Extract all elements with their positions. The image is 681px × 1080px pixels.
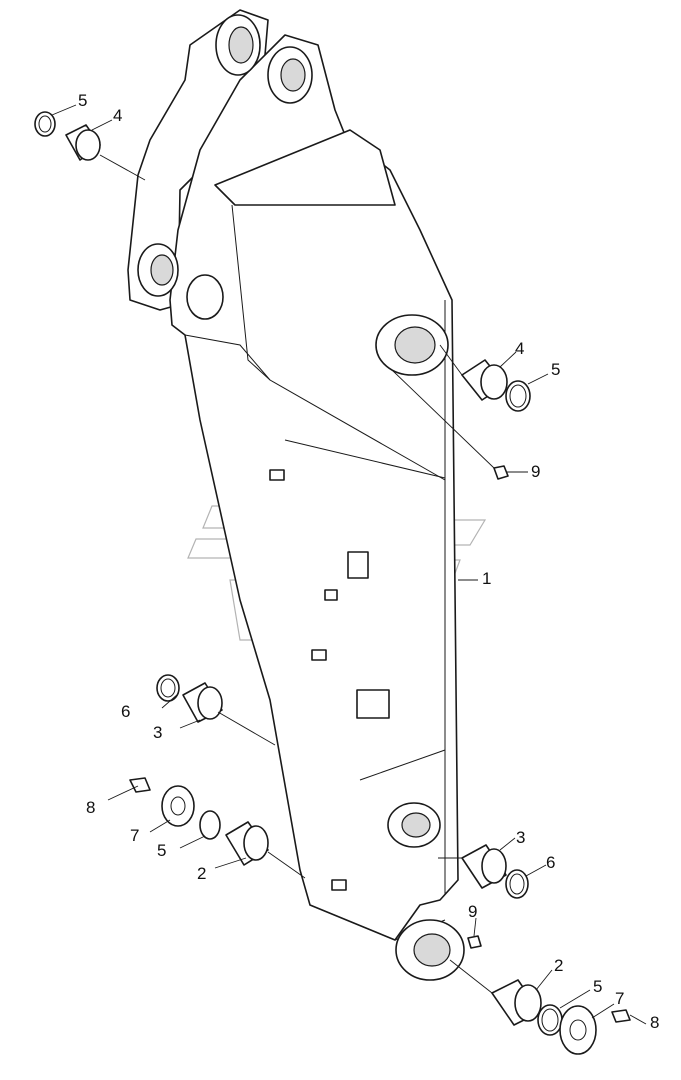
callout-4-top-left: 4 — [113, 106, 122, 125]
callout-2-right: 2 — [554, 956, 563, 975]
callout-8-right: 8 — [650, 1013, 659, 1032]
callout-5-right: 5 — [551, 360, 560, 379]
callout-9-lower: 9 — [468, 902, 477, 921]
leader-lines — [51, 104, 647, 1025]
callout-7-right: 7 — [615, 989, 624, 1008]
arm-body — [127, 9, 465, 981]
loose-parts — [34, 111, 631, 1055]
callout-9-upper: 9 — [531, 462, 540, 481]
callout-6-right: 6 — [546, 853, 555, 872]
callout-4-right: 4 — [515, 339, 524, 358]
callout-3-left: 3 — [153, 723, 162, 742]
callout-2-left: 2 — [197, 864, 206, 883]
callout-5-lower-right: 5 — [593, 977, 602, 996]
callout-7-left: 7 — [130, 826, 139, 845]
callout-5-top-left: 5 — [78, 91, 87, 110]
callout-8-left: 8 — [86, 798, 95, 817]
callout-labels: 5 4 4 5 9 1 6 3 8 7 5 2 3 6 9 2 5 7 8 — [78, 91, 659, 1032]
callout-6-left: 6 — [121, 702, 130, 721]
callout-1: 1 — [482, 569, 491, 588]
callout-5-left: 5 — [157, 841, 166, 860]
callout-3-right: 3 — [516, 828, 525, 847]
